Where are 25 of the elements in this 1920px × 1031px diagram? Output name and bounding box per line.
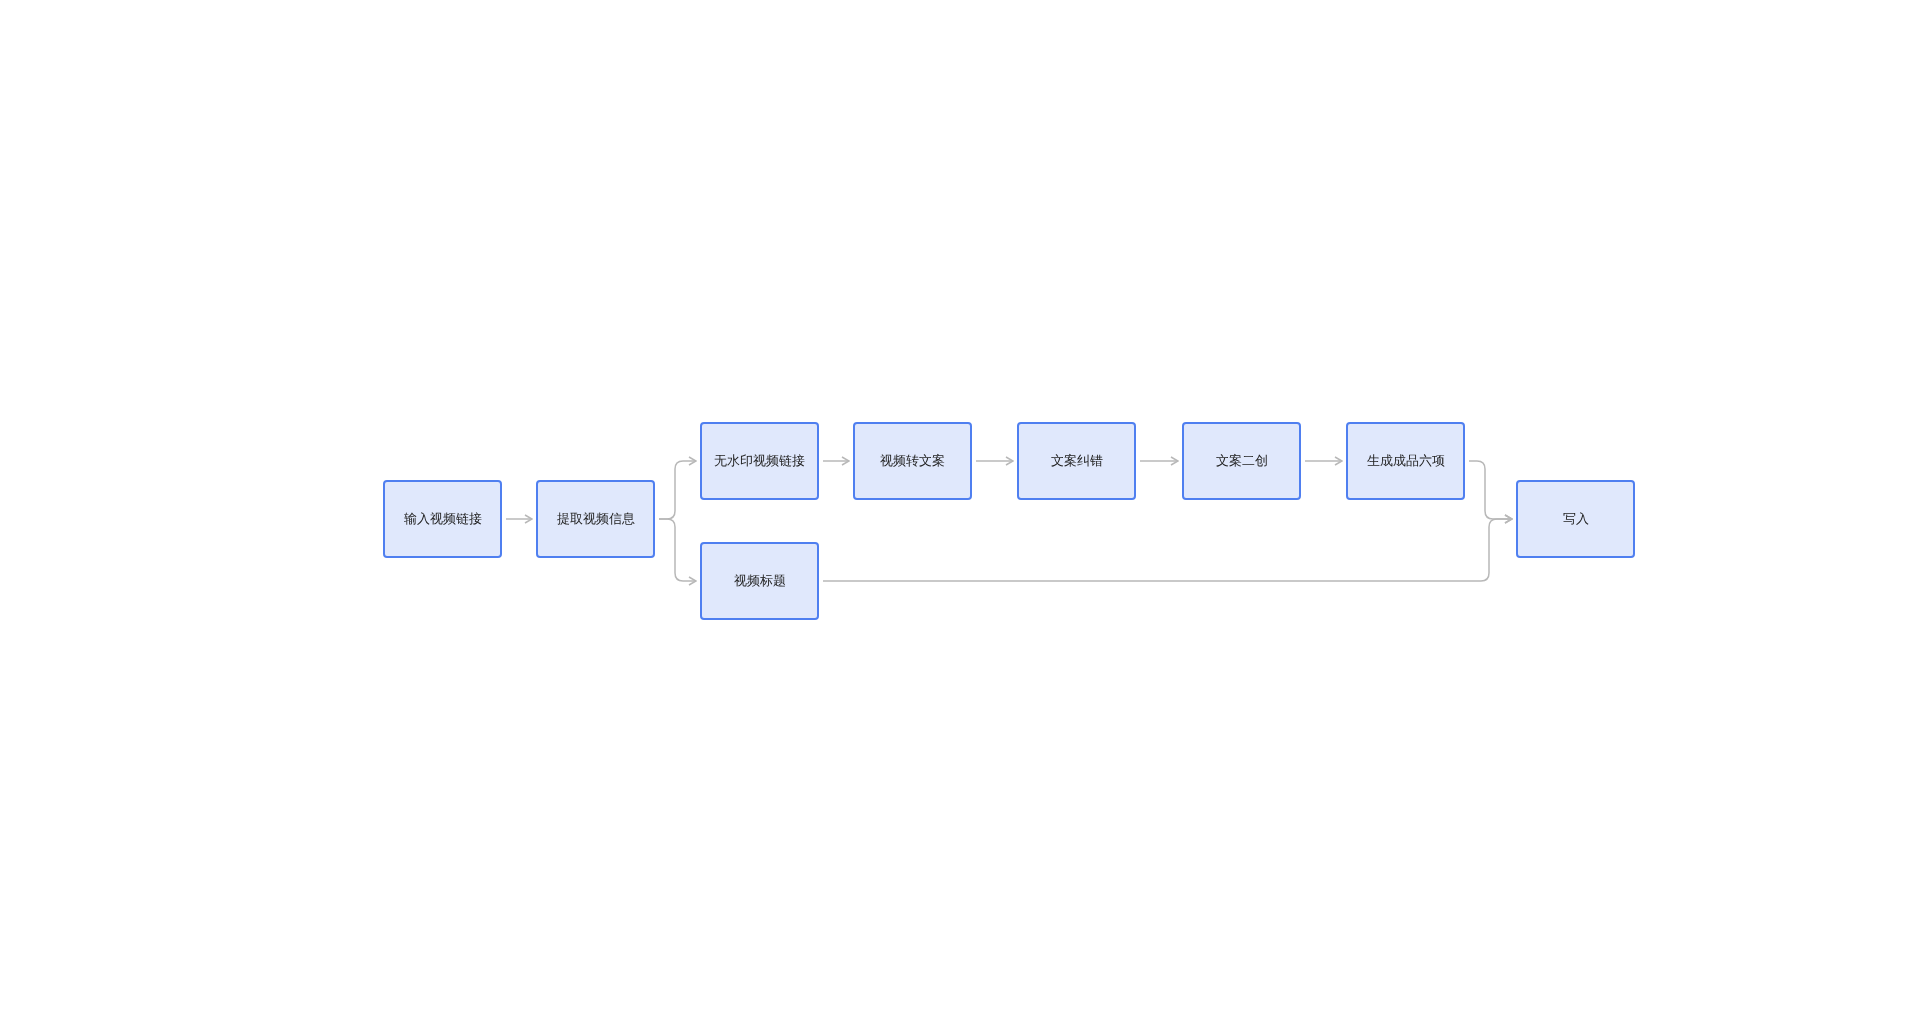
process-box [1017, 422, 1136, 500]
process-box [700, 422, 819, 500]
arrow [822, 514, 1513, 582]
process-box [1182, 422, 1301, 500]
arrow [975, 456, 1014, 466]
step-label: 提取视频信息 [556, 510, 635, 529]
process-box [700, 542, 819, 620]
step-label: 文案纠错 [1050, 452, 1103, 471]
step-label: 无水印视频链接 [714, 452, 805, 471]
step-label: 写入 [1562, 510, 1589, 529]
arrow [658, 518, 697, 586]
process-box [853, 422, 972, 500]
step-label: 生成成品六项 [1366, 452, 1445, 471]
arrow [505, 514, 533, 524]
process-box [383, 480, 502, 558]
step-label: 文案二创 [1215, 452, 1268, 471]
arrow [822, 456, 850, 466]
step-label: 输入视频链接 [403, 510, 482, 529]
step-label: 视频转文案 [880, 452, 945, 471]
process-box [536, 480, 655, 558]
arrow [1139, 456, 1179, 466]
step-label: 视频标题 [733, 572, 786, 591]
process-box [1516, 480, 1635, 558]
arrow [1304, 456, 1343, 466]
process-box [1346, 422, 1465, 500]
